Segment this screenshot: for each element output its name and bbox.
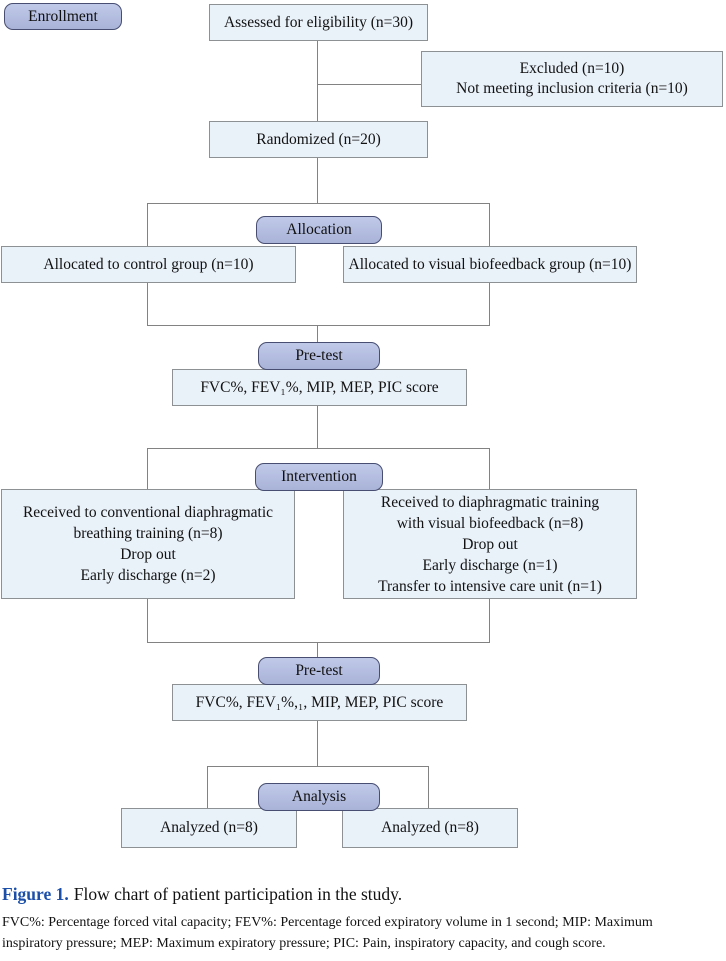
intervention-biofeedback-line: Drop out	[462, 535, 518, 553]
stage-badge-pretest-2: Pre-test	[258, 657, 380, 685]
connector	[147, 642, 490, 643]
stage-badge-analysis: Analysis	[258, 783, 380, 811]
connector	[489, 203, 490, 246]
intervention-biofeedback-box: Received to diaphragmatic training with …	[343, 489, 637, 599]
connector	[147, 203, 490, 204]
intervention-control-line: Received to conventional diaphragmatic	[22, 504, 274, 521]
figure-footnote: FVC%: Percentage forced vital capacity; …	[2, 913, 653, 954]
connector	[207, 766, 208, 808]
connector	[317, 642, 318, 660]
connector	[317, 41, 318, 121]
stage-badge-enrollment: Enrollment	[4, 3, 122, 30]
connector	[147, 599, 148, 642]
allocated-control-box: Allocated to control group (n=10)	[1, 246, 296, 283]
connector	[489, 448, 490, 489]
connector	[317, 325, 318, 344]
analyzed-control-box: Analyzed (n=8)	[121, 808, 297, 848]
intervention-biofeedback-line: Transfer to intensive care unit (n=1)	[378, 577, 602, 595]
connector	[207, 766, 429, 767]
connector	[147, 448, 148, 489]
excluded-line: Excluded (n=10)	[519, 60, 625, 77]
figure-caption-label: Figure 1.	[2, 884, 69, 904]
intervention-biofeedback-line: Received to diaphragmatic training	[380, 493, 600, 511]
pretest-measures-box-2: FVC%, FEV₁%,₁, MIP, MEP, PIC score	[172, 684, 467, 721]
footnote-line: inspiratory pressure; MEP: Maximum expir…	[2, 935, 606, 951]
connector	[489, 283, 490, 325]
connector	[428, 766, 429, 808]
stage-badge-intervention: Intervention	[255, 463, 383, 491]
allocated-biofeedback-box: Allocated to visual biofeedback group (n…	[343, 246, 637, 283]
excluded-box: Excluded (n=10) Not meeting inclusion cr…	[421, 51, 723, 107]
stage-badge-allocation: Allocation	[256, 216, 382, 244]
intervention-control-line: breathing training (n=8)	[73, 525, 223, 542]
intervention-control-line: Drop out	[120, 546, 176, 563]
connector	[147, 448, 490, 449]
footnote-line: FVC%: Percentage forced vital capacity; …	[2, 915, 653, 930]
intervention-control-box: Received to conventional diaphragmatic b…	[1, 489, 295, 599]
intervention-biofeedback-line: with visual biofeedback (n=8)	[396, 514, 584, 532]
stage-badge-pretest-1: Pre-test	[258, 342, 380, 370]
connector	[147, 325, 490, 326]
connector	[317, 721, 318, 766]
excluded-line: Not meeting inclusion criteria (n=10)	[456, 80, 688, 97]
assessed-box: Assessed for eligibility (n=30)	[209, 4, 428, 41]
connector	[318, 84, 421, 85]
intervention-control-line: Early discharge (n=2)	[80, 567, 216, 584]
intervention-biofeedback-line: Early discharge (n=1)	[422, 556, 558, 574]
connector	[489, 599, 490, 642]
connector	[147, 283, 148, 325]
analyzed-biofeedback-box: Analyzed (n=8)	[342, 808, 518, 848]
figure-caption: Figure 1.Flow chart of patient participa…	[2, 884, 402, 905]
pretest-measures-box-1: FVC%, FEV₁%, MIP, MEP, PIC score	[172, 369, 467, 406]
figure-caption-text: Flow chart of patient participation in t…	[73, 884, 403, 904]
connector	[147, 203, 148, 246]
connector	[317, 406, 318, 448]
connector	[317, 158, 318, 203]
randomized-box: Randomized (n=20)	[209, 121, 428, 158]
